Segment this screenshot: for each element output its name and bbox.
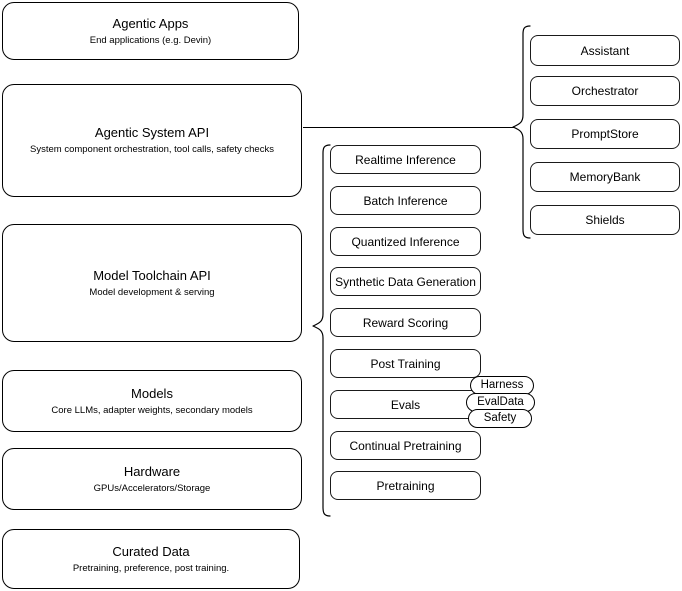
component-box-quantized-inference[interactable]: Quantized Inference xyxy=(330,227,481,256)
component-label: PromptStore xyxy=(571,127,639,141)
component-label: Quantized Inference xyxy=(351,234,460,249)
component-label: Synthetic Data Generation xyxy=(335,274,476,289)
evals-subcomponent-label: Harness xyxy=(480,379,524,391)
layer-title: Agentic Apps xyxy=(112,15,189,31)
layer-subtitle: GPUs/Accelerators/Storage xyxy=(93,482,211,494)
component-label: Continual Pretraining xyxy=(349,438,462,453)
layer-box-model-toolchain-api[interactable]: Model Toolchain API Model development & … xyxy=(2,224,302,342)
layer-subtitle: End applications (e.g. Devin) xyxy=(89,34,212,46)
layer-subtitle: Core LLMs, adapter weights, secondary mo… xyxy=(51,404,253,416)
layer-title: Models xyxy=(131,385,173,401)
component-box-evals[interactable]: Evals xyxy=(330,390,481,419)
component-box-assistant[interactable]: Assistant xyxy=(530,35,680,66)
component-label: Evals xyxy=(390,397,421,412)
evals-subcomponent-label: Safety xyxy=(483,412,517,424)
component-label: Batch Inference xyxy=(363,193,448,208)
layer-box-agentic-apps[interactable]: Agentic Apps End applications (e.g. Devi… xyxy=(2,2,299,60)
component-label: Assistant xyxy=(580,43,630,58)
layer-box-models[interactable]: Models Core LLMs, adapter weights, secon… xyxy=(2,370,302,432)
component-label: Pretraining xyxy=(376,478,435,493)
component-box-continual-pretraining[interactable]: Continual Pretraining xyxy=(330,431,481,460)
component-label: Realtime Inference xyxy=(355,152,456,167)
component-label: Shields xyxy=(585,213,625,227)
component-box-pretraining[interactable]: Pretraining xyxy=(330,471,481,500)
component-box-reward-scoring[interactable]: Reward Scoring xyxy=(330,308,481,337)
component-box-batch-inference[interactable]: Batch Inference xyxy=(330,186,481,215)
component-box-promptstore[interactable]: PromptStore xyxy=(530,119,680,149)
layer-box-curated-data[interactable]: Curated Data Pretraining, preference, po… xyxy=(2,529,300,589)
component-box-realtime-inference[interactable]: Realtime Inference xyxy=(330,145,481,174)
component-box-shields[interactable]: Shields xyxy=(530,205,680,235)
component-box-memorybank[interactable]: MemoryBank xyxy=(530,162,680,192)
evals-subcomponent-evaldata[interactable]: EvalData xyxy=(466,393,535,412)
layer-box-agentic-system-api[interactable]: Agentic System API System component orch… xyxy=(2,84,302,197)
connector-system-api-to-components xyxy=(303,127,514,128)
component-box-synthetic-data-generation[interactable]: Synthetic Data Generation xyxy=(330,267,481,296)
evals-subcomponent-label: EvalData xyxy=(477,396,524,408)
component-label: Post Training xyxy=(370,356,441,371)
layer-subtitle: Model development & serving xyxy=(89,286,215,298)
evals-subcomponent-safety[interactable]: Safety xyxy=(468,409,532,428)
layer-title: Agentic System API xyxy=(94,125,210,140)
layer-subtitle: Pretraining, preference, post training. xyxy=(72,562,230,574)
layer-subtitle: System component orchestration, tool cal… xyxy=(30,144,274,155)
component-box-orchestrator[interactable]: Orchestrator xyxy=(530,76,680,106)
layer-title: Model Toolchain API xyxy=(93,267,211,283)
component-label: Reward Scoring xyxy=(362,315,449,330)
layer-title: Hardware xyxy=(123,463,181,479)
component-box-post-training[interactable]: Post Training xyxy=(330,349,481,378)
layer-box-hardware[interactable]: Hardware GPUs/Accelerators/Storage xyxy=(2,448,302,510)
component-label: MemoryBank xyxy=(569,170,641,184)
component-label: Orchestrator xyxy=(571,84,639,98)
layer-title: Curated Data xyxy=(112,543,190,559)
